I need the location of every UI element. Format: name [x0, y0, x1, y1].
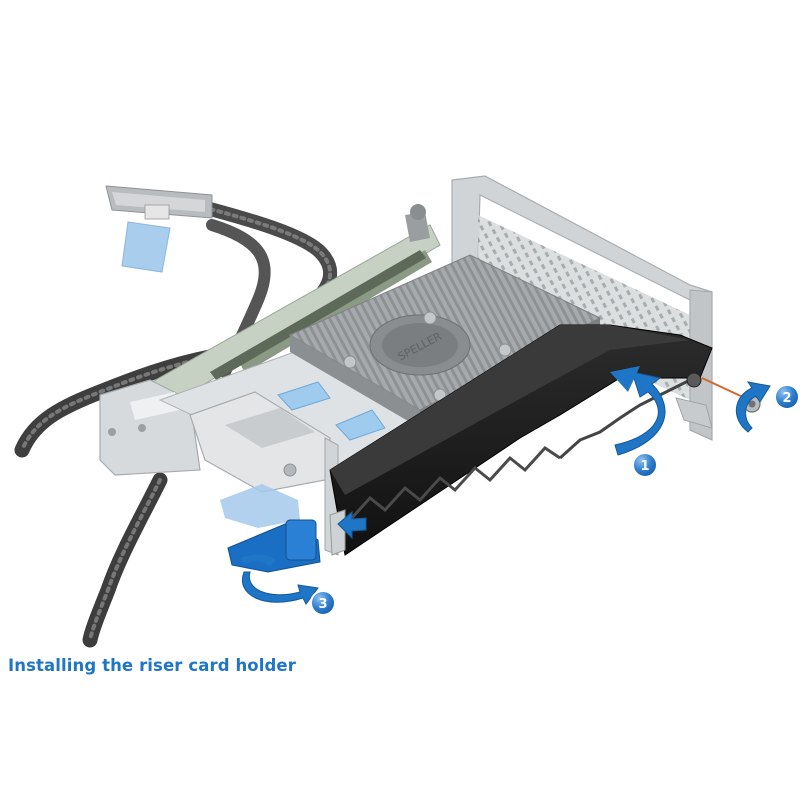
step-badge-3: 3: [310, 590, 336, 616]
insert-arrow: [337, 510, 367, 540]
step-number-3: 3: [318, 597, 327, 612]
step-badge-1: 1: [632, 452, 658, 478]
step-1-arrow: [610, 366, 666, 456]
step-number-1: 1: [640, 459, 649, 474]
step-2-arrow: [735, 381, 771, 433]
pcb-pull-tabs: [277, 381, 386, 441]
cable-connector: [105, 185, 213, 273]
step-number-2: 2: [782, 391, 791, 406]
step-3-arrow: [240, 554, 319, 605]
step-badge-2: 2: [774, 384, 800, 410]
figure-caption: Installing the riser card holder: [8, 656, 296, 675]
